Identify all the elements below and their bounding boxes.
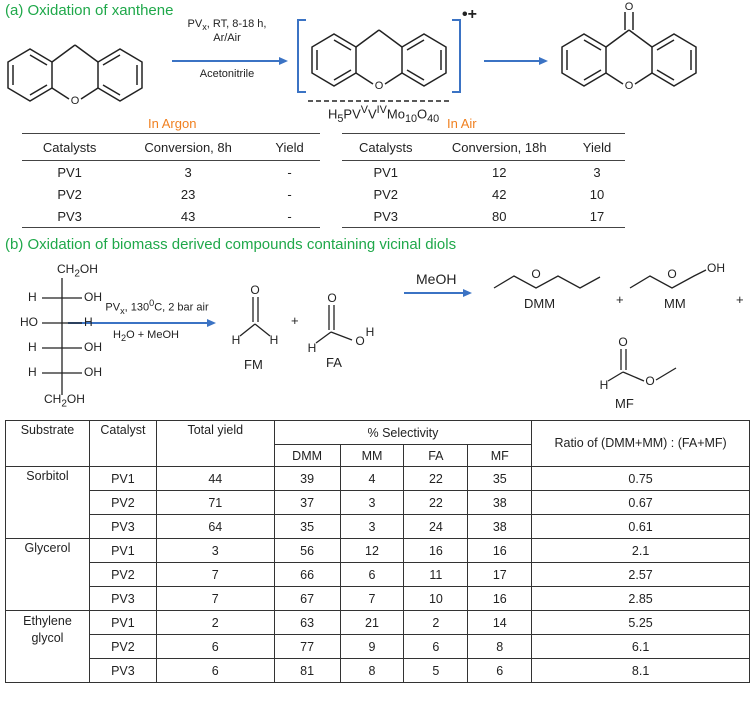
plus-sign: + <box>616 292 624 307</box>
table-air-caption: In Air <box>447 116 477 131</box>
header-dmm: DMM <box>273 444 341 467</box>
svg-text:H: H <box>270 333 279 347</box>
sorbitol-structure <box>42 278 82 395</box>
formaldehyde-structure <box>239 297 271 337</box>
mf-structure <box>607 349 677 382</box>
catalyst-formula: H5PVVVIVMo10O40 <box>328 104 440 125</box>
svg-text:O: O <box>531 267 540 281</box>
svg-text:H: H <box>600 378 609 392</box>
svg-text:O: O <box>375 80 384 92</box>
radical-cation-charge: •+ <box>462 6 477 23</box>
plus-sign: + <box>291 313 299 328</box>
svg-text:O: O <box>625 80 634 92</box>
conditions-b-line1: PVx, 1300C, 2 bar air <box>105 298 209 316</box>
header-ratio: Ratio of (DMM+MM) : (FA+MF) <box>531 420 750 467</box>
svg-text:O: O <box>667 267 676 281</box>
table-argon-caption: In Argon <box>148 116 197 131</box>
table-header: Conversion, 8h <box>117 133 260 161</box>
xanthene-structure <box>7 44 143 102</box>
svg-text:O: O <box>355 334 364 348</box>
formic-acid-structure <box>315 305 353 344</box>
substrate-cell: Sorbitol <box>5 466 90 539</box>
header-selectivity: % Selectivity <box>273 420 533 445</box>
conditions-a-line3: Acetonitrile <box>199 68 255 80</box>
sorbitol-oh: OH <box>84 340 102 354</box>
conditions-b-line2: H2O + MeOH <box>113 329 179 344</box>
header-total-yield: Total yield <box>155 420 275 467</box>
table-header: Catalysts <box>22 133 118 161</box>
mm-structure <box>629 269 707 289</box>
svg-text:H: H <box>366 325 375 339</box>
svg-text:O: O <box>250 283 259 297</box>
table-b: Substrate Catalyst Total yield % Selecti… <box>5 420 750 683</box>
xanthene-radical-structure <box>311 29 447 87</box>
conditions-a-line1: PVx, RT, 8-18 h, <box>187 18 267 33</box>
sorbitol-top-ch2oh: CH2OH <box>57 262 98 280</box>
fm-label: FM <box>244 357 263 372</box>
bracket-shapes <box>297 19 461 93</box>
sorbitol-h: H <box>28 290 37 304</box>
table-header: Yield <box>259 133 320 161</box>
svg-text:O: O <box>618 335 627 349</box>
sorbitol-h: H <box>84 315 93 329</box>
svg-text:O: O <box>327 291 336 305</box>
header-catalyst: Catalyst <box>88 420 157 467</box>
fa-label: FA <box>326 355 342 370</box>
svg-text:H: H <box>308 341 317 355</box>
substrate-cell: Ethylene glycol <box>5 610 90 683</box>
sorbitol-ho: HO <box>20 315 38 329</box>
table-header: Catalysts <box>342 133 430 161</box>
svg-text:O: O <box>645 374 654 388</box>
sorbitol-oh: OH <box>84 365 102 379</box>
meoh-label: MeOH <box>416 271 457 287</box>
header-mf: MF <box>467 444 533 467</box>
mf-label: MF <box>615 396 634 411</box>
table-header: Conversion, 18h <box>429 133 569 161</box>
sorbitol-h: H <box>28 365 37 379</box>
sorbitol-oh: OH <box>84 290 102 304</box>
dmm-structure <box>493 275 601 289</box>
plus-sign: + <box>736 292 744 307</box>
table-header: Yield <box>568 133 625 161</box>
substrate-cell: Glycerol <box>5 538 90 611</box>
svg-text:O: O <box>71 95 80 107</box>
conditions-a-line2: Ar/Air <box>213 32 241 44</box>
svg-text:H: H <box>232 333 241 347</box>
section-a-title: (a) Oxidation of xanthene <box>5 2 174 19</box>
dmm-label: DMM <box>524 296 556 311</box>
sorbitol-bottom-ch2oh: CH2OH <box>44 392 85 410</box>
xanthone-structure <box>561 12 697 87</box>
svg-text:O: O <box>625 1 634 13</box>
header-substrate: Substrate <box>5 420 90 467</box>
section-b-title: (b) Oxidation of biomass derived compoun… <box>5 236 457 253</box>
mm-label: MM <box>664 296 686 311</box>
sorbitol-h: H <box>28 340 37 354</box>
svg-text:OH: OH <box>707 261 725 275</box>
header-mm: MM <box>339 444 405 467</box>
header-fa: FA <box>403 444 469 467</box>
